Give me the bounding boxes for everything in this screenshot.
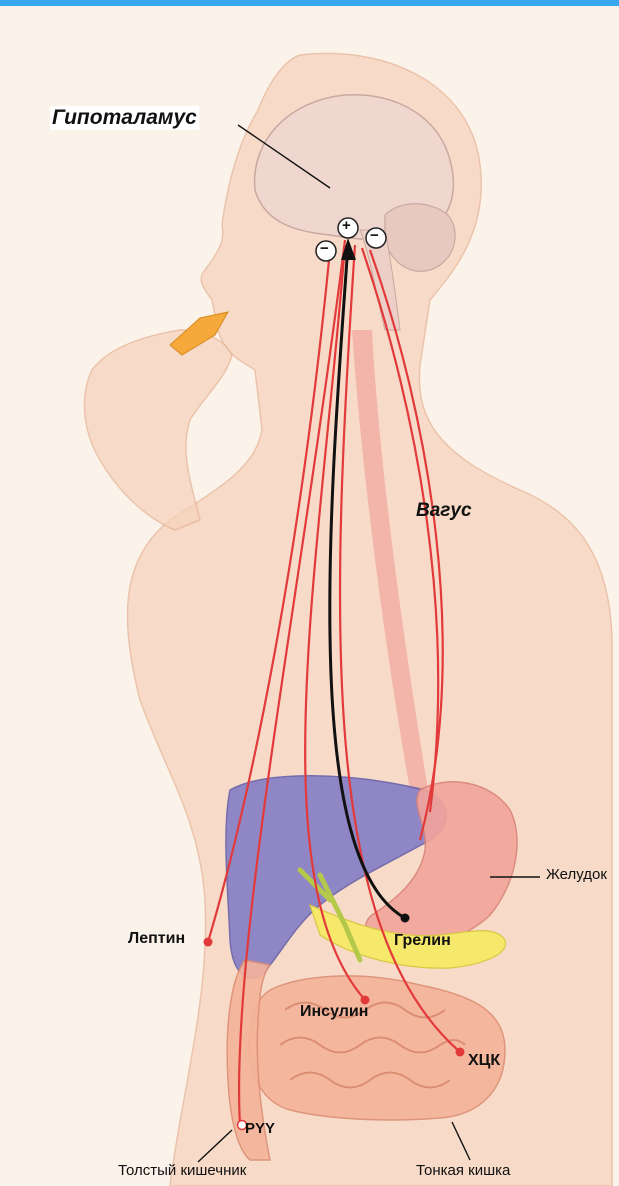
leptin-label: Лептин	[128, 930, 185, 948]
large-intestine-label: Толстый кишечник	[118, 1162, 246, 1179]
stomach-label: Желудок	[546, 866, 607, 883]
hypothalamus-label: Гипоталамус	[50, 106, 199, 130]
vagus-label: Вагус	[416, 500, 472, 522]
ghrelin-label: Грелин	[394, 932, 451, 950]
plus-sign: +	[342, 217, 351, 234]
pyy-label: PYY	[245, 1120, 275, 1137]
cck-dot	[456, 1048, 465, 1057]
insulin-label: Инсулин	[300, 1003, 368, 1021]
cck-label: ХЦК	[468, 1052, 500, 1070]
minus-sign-right: −	[370, 227, 379, 244]
leptin-dot	[204, 938, 213, 947]
ghrelin-dot	[401, 914, 410, 923]
small-intestine-label: Тонкая кишка	[416, 1162, 510, 1179]
minus-sign-left: −	[320, 240, 329, 257]
